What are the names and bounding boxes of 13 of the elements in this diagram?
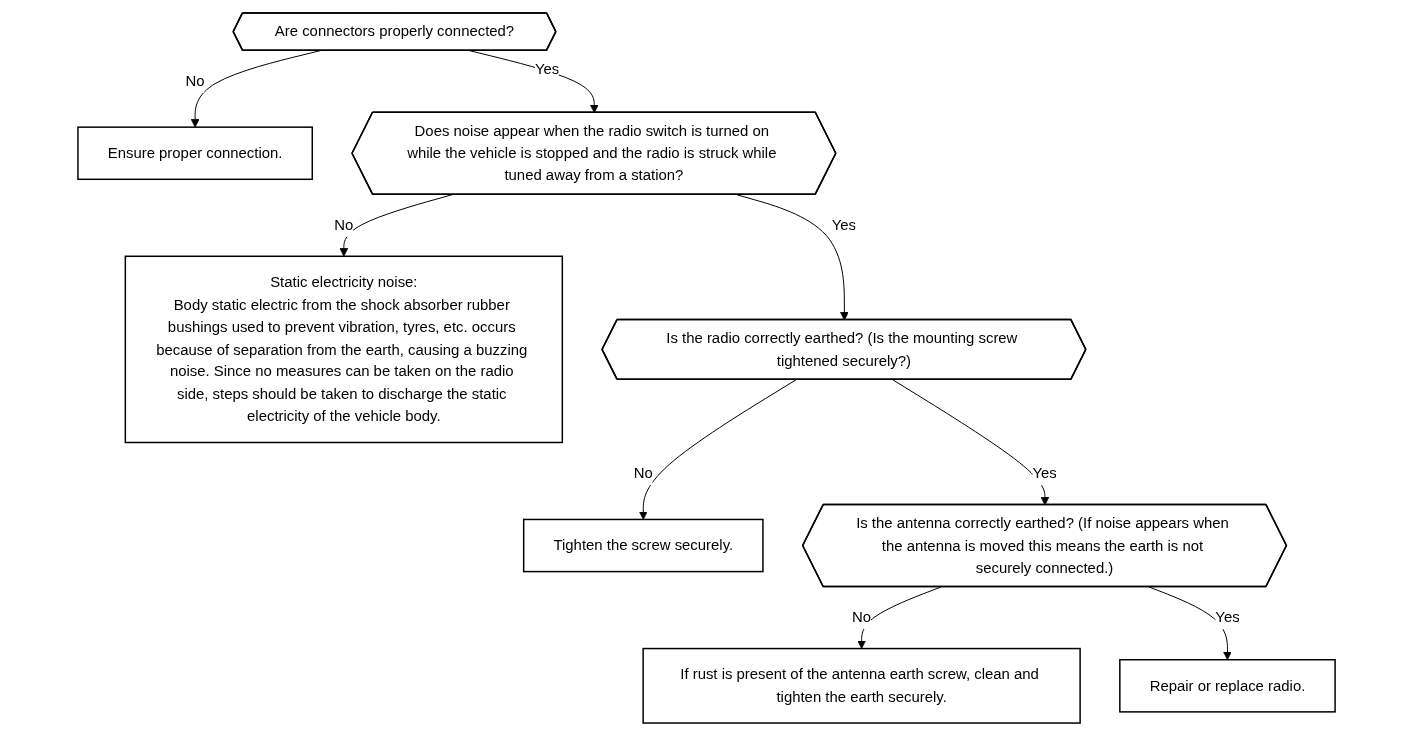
node-box: Static electricity noise: Body static electric from the shock absorber rubber bushings used to prevent vibration, tyres, etc. occurs because of separation from the earth, causing a buzzing noise. Since no measures can be taken on the radio side, steps should be taken to discharge the static electricity of the vehicle body. xyxy=(124,255,564,444)
node-box: Repair or replace radio. xyxy=(1119,659,1336,713)
edge-label: Yes xyxy=(534,60,560,78)
edge-label: Yes xyxy=(1215,608,1240,626)
edge-label: Yes xyxy=(831,216,857,233)
edge-label: No xyxy=(852,608,872,626)
edge-label: No xyxy=(185,72,205,89)
edge-label: No xyxy=(633,464,653,482)
node-box: Tighten the screw securely. xyxy=(522,518,764,573)
edge-label: No xyxy=(334,216,354,233)
edge-label: Yes xyxy=(1032,464,1057,482)
node-box: Ensure proper connection. xyxy=(77,126,313,181)
node-box: If rust is present of the antenna earth screw, clean and tighten the earth securely. xyxy=(642,647,1081,724)
